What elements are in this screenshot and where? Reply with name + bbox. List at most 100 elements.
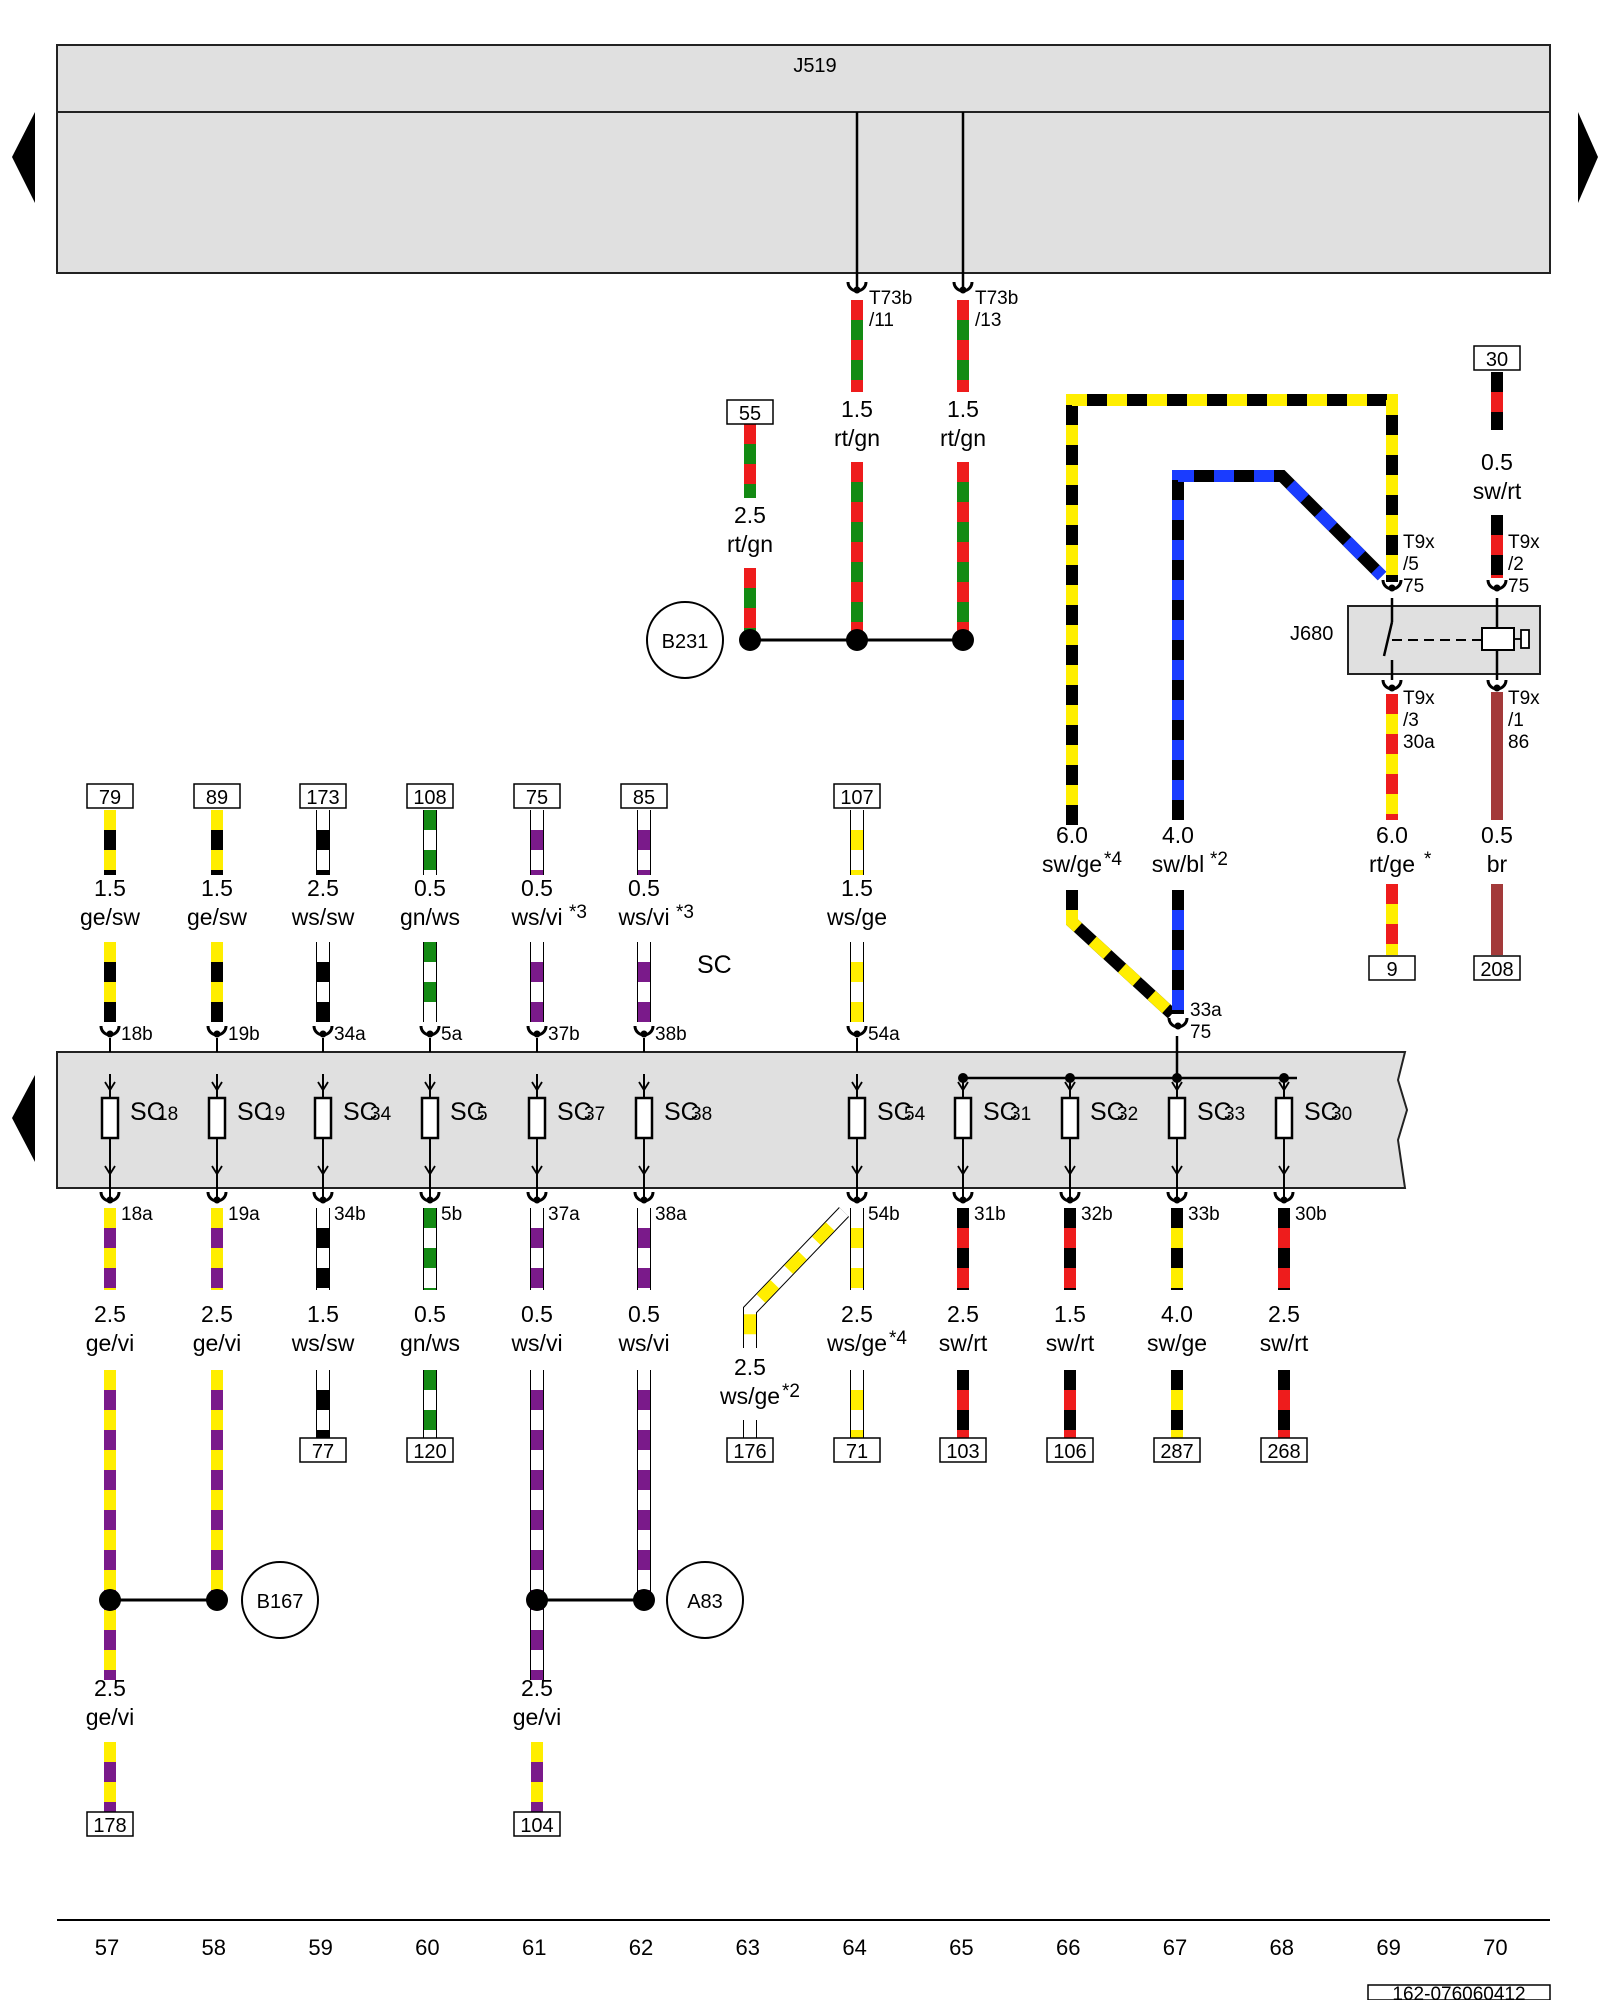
wire-gauge: 0.5 <box>628 1301 660 1327</box>
wire-color: ge/vi <box>86 1704 135 1730</box>
wire-gauge: 0.5 <box>628 875 660 901</box>
fuse-arrow <box>1171 1081 1183 1092</box>
ground-point-circle <box>646 601 724 679</box>
ground-point-circle <box>666 1561 744 1639</box>
fuse-pin-label: 5b <box>441 1204 462 1225</box>
fuse-label: SC <box>130 1098 165 1126</box>
reference-number: 55 <box>739 403 761 425</box>
wire-color: ws/vi <box>617 1330 669 1356</box>
fuse-label: SC <box>1090 1098 1125 1126</box>
fuse-arrow <box>1064 1081 1076 1092</box>
wire-gauge: 4.0 <box>1161 1301 1193 1327</box>
connector-pin-label: T73b <box>975 288 1018 309</box>
connector-pin <box>959 286 967 294</box>
junction-dot <box>739 629 761 651</box>
relay-label: J680 <box>1290 623 1333 645</box>
connector-pin-label: T9x <box>1403 532 1435 553</box>
connector-pin <box>1173 1196 1181 1204</box>
triangle-left-icon[interactable] <box>12 112 35 203</box>
fuse-label: SC <box>343 1098 378 1126</box>
wire-gauge: 1.5 <box>201 875 233 901</box>
bus-junction-dot <box>1065 1073 1075 1083</box>
junction-dot <box>206 1589 228 1611</box>
fuse-pin-label: 19b <box>228 1024 260 1045</box>
wire-color: ws/vi <box>510 904 562 930</box>
connector-pin <box>853 286 861 294</box>
wire-color: sw/bl <box>1152 851 1204 877</box>
fuse-arrow <box>424 1165 436 1176</box>
connector-pin-label: /2 <box>1508 554 1524 575</box>
fuse-label: SC <box>237 1098 272 1126</box>
reference-number: 287 <box>1160 1441 1193 1463</box>
wire-gauge: 0.5 <box>521 875 553 901</box>
fuse-label: SC <box>664 1098 699 1126</box>
wire-gauge: 0.5 <box>1481 822 1513 848</box>
reference-number: 9 <box>1386 959 1397 981</box>
fuse-arrow <box>531 1081 543 1092</box>
reference-box <box>513 783 561 809</box>
reference-number: 107 <box>840 787 873 809</box>
fuse-arrow <box>424 1081 436 1092</box>
fuse-pin-label: 34b <box>334 1204 366 1225</box>
fuse-icon <box>634 1096 654 1140</box>
reference-number: 79 <box>99 787 121 809</box>
connector-pin <box>959 1196 967 1204</box>
connector-pin-label: 75 <box>1403 576 1424 597</box>
fuse-pin-label: 33b <box>1188 1204 1220 1225</box>
relay-coil-icon <box>1481 627 1515 651</box>
wire-gauge: 0.5 <box>414 1301 446 1327</box>
grid-column-number: 58 <box>202 1935 226 1960</box>
connector-pin-label: 86 <box>1508 732 1529 753</box>
connector-pin <box>106 1196 114 1204</box>
fuse-pin-label: 30b <box>1295 1204 1327 1225</box>
fuse-label: SC <box>1304 1098 1339 1126</box>
control-unit-j519 <box>56 44 1551 274</box>
reference-number: 173 <box>306 787 339 809</box>
wire-color: ge/sw <box>80 904 140 930</box>
wire-color: br <box>1487 851 1508 877</box>
wire-layer <box>104 112 1521 1815</box>
wire-color: ws/ge <box>719 1383 780 1409</box>
fuse-pin-label: 5a <box>441 1024 463 1045</box>
fuse-pin-label: 37a <box>548 1204 580 1225</box>
wire-color: sw/rt <box>1046 1330 1095 1356</box>
reference-box <box>1473 345 1521 371</box>
bus-junction-dot <box>958 1073 968 1083</box>
grid-column-number: 62 <box>629 1935 653 1960</box>
grid-column-number: 59 <box>308 1935 332 1960</box>
wire-color: sw/ge <box>1042 851 1102 877</box>
connector-pin-label: 33a <box>1190 1000 1222 1021</box>
wire-note: *4 <box>889 1328 907 1349</box>
wire-note: *3 <box>676 902 694 923</box>
fuse-arrow <box>104 1165 116 1176</box>
mark-layer: T73b/11T73b/13552.5rt/gn1.5rt/gn1.5rt/gn… <box>80 281 1540 1837</box>
fuse-pin-label: 54b <box>868 1204 900 1225</box>
reference-number: 208 <box>1480 959 1513 981</box>
wire-gauge: 1.5 <box>841 396 873 422</box>
wire-color: ws/vi <box>510 1330 562 1356</box>
fuse-arrow <box>104 1081 116 1092</box>
triangle-left-icon[interactable] <box>12 1075 35 1162</box>
reference-box <box>1368 955 1416 981</box>
fuse-number: 54 <box>904 1104 926 1125</box>
fuse-arrow <box>211 1081 223 1092</box>
wire-gauge: 6.0 <box>1376 822 1408 848</box>
fuse-icon <box>527 1096 547 1140</box>
wire-color: ws/ge <box>826 904 887 930</box>
wire-gauge: 2.5 <box>307 875 339 901</box>
wire-color: rt/gn <box>727 531 773 557</box>
fuse-pin-label: 38b <box>655 1024 687 1045</box>
fuse-pin-label: 54a <box>868 1024 900 1045</box>
reference-number: 77 <box>312 1441 334 1463</box>
reference-box <box>1153 1437 1201 1463</box>
wire-gauge: 1.5 <box>841 875 873 901</box>
connector-pin <box>1388 684 1396 692</box>
reference-number: 85 <box>633 787 655 809</box>
triangle-right-icon[interactable] <box>1578 112 1598 203</box>
wire-color: rt/ge <box>1369 851 1415 877</box>
connector-pin-label: T9x <box>1403 688 1435 709</box>
grid-column-number: 68 <box>1270 1935 1294 1960</box>
reference-box <box>86 783 134 809</box>
wire-color: sw/rt <box>939 1330 988 1356</box>
connector-pin-label: 75 <box>1508 576 1529 597</box>
